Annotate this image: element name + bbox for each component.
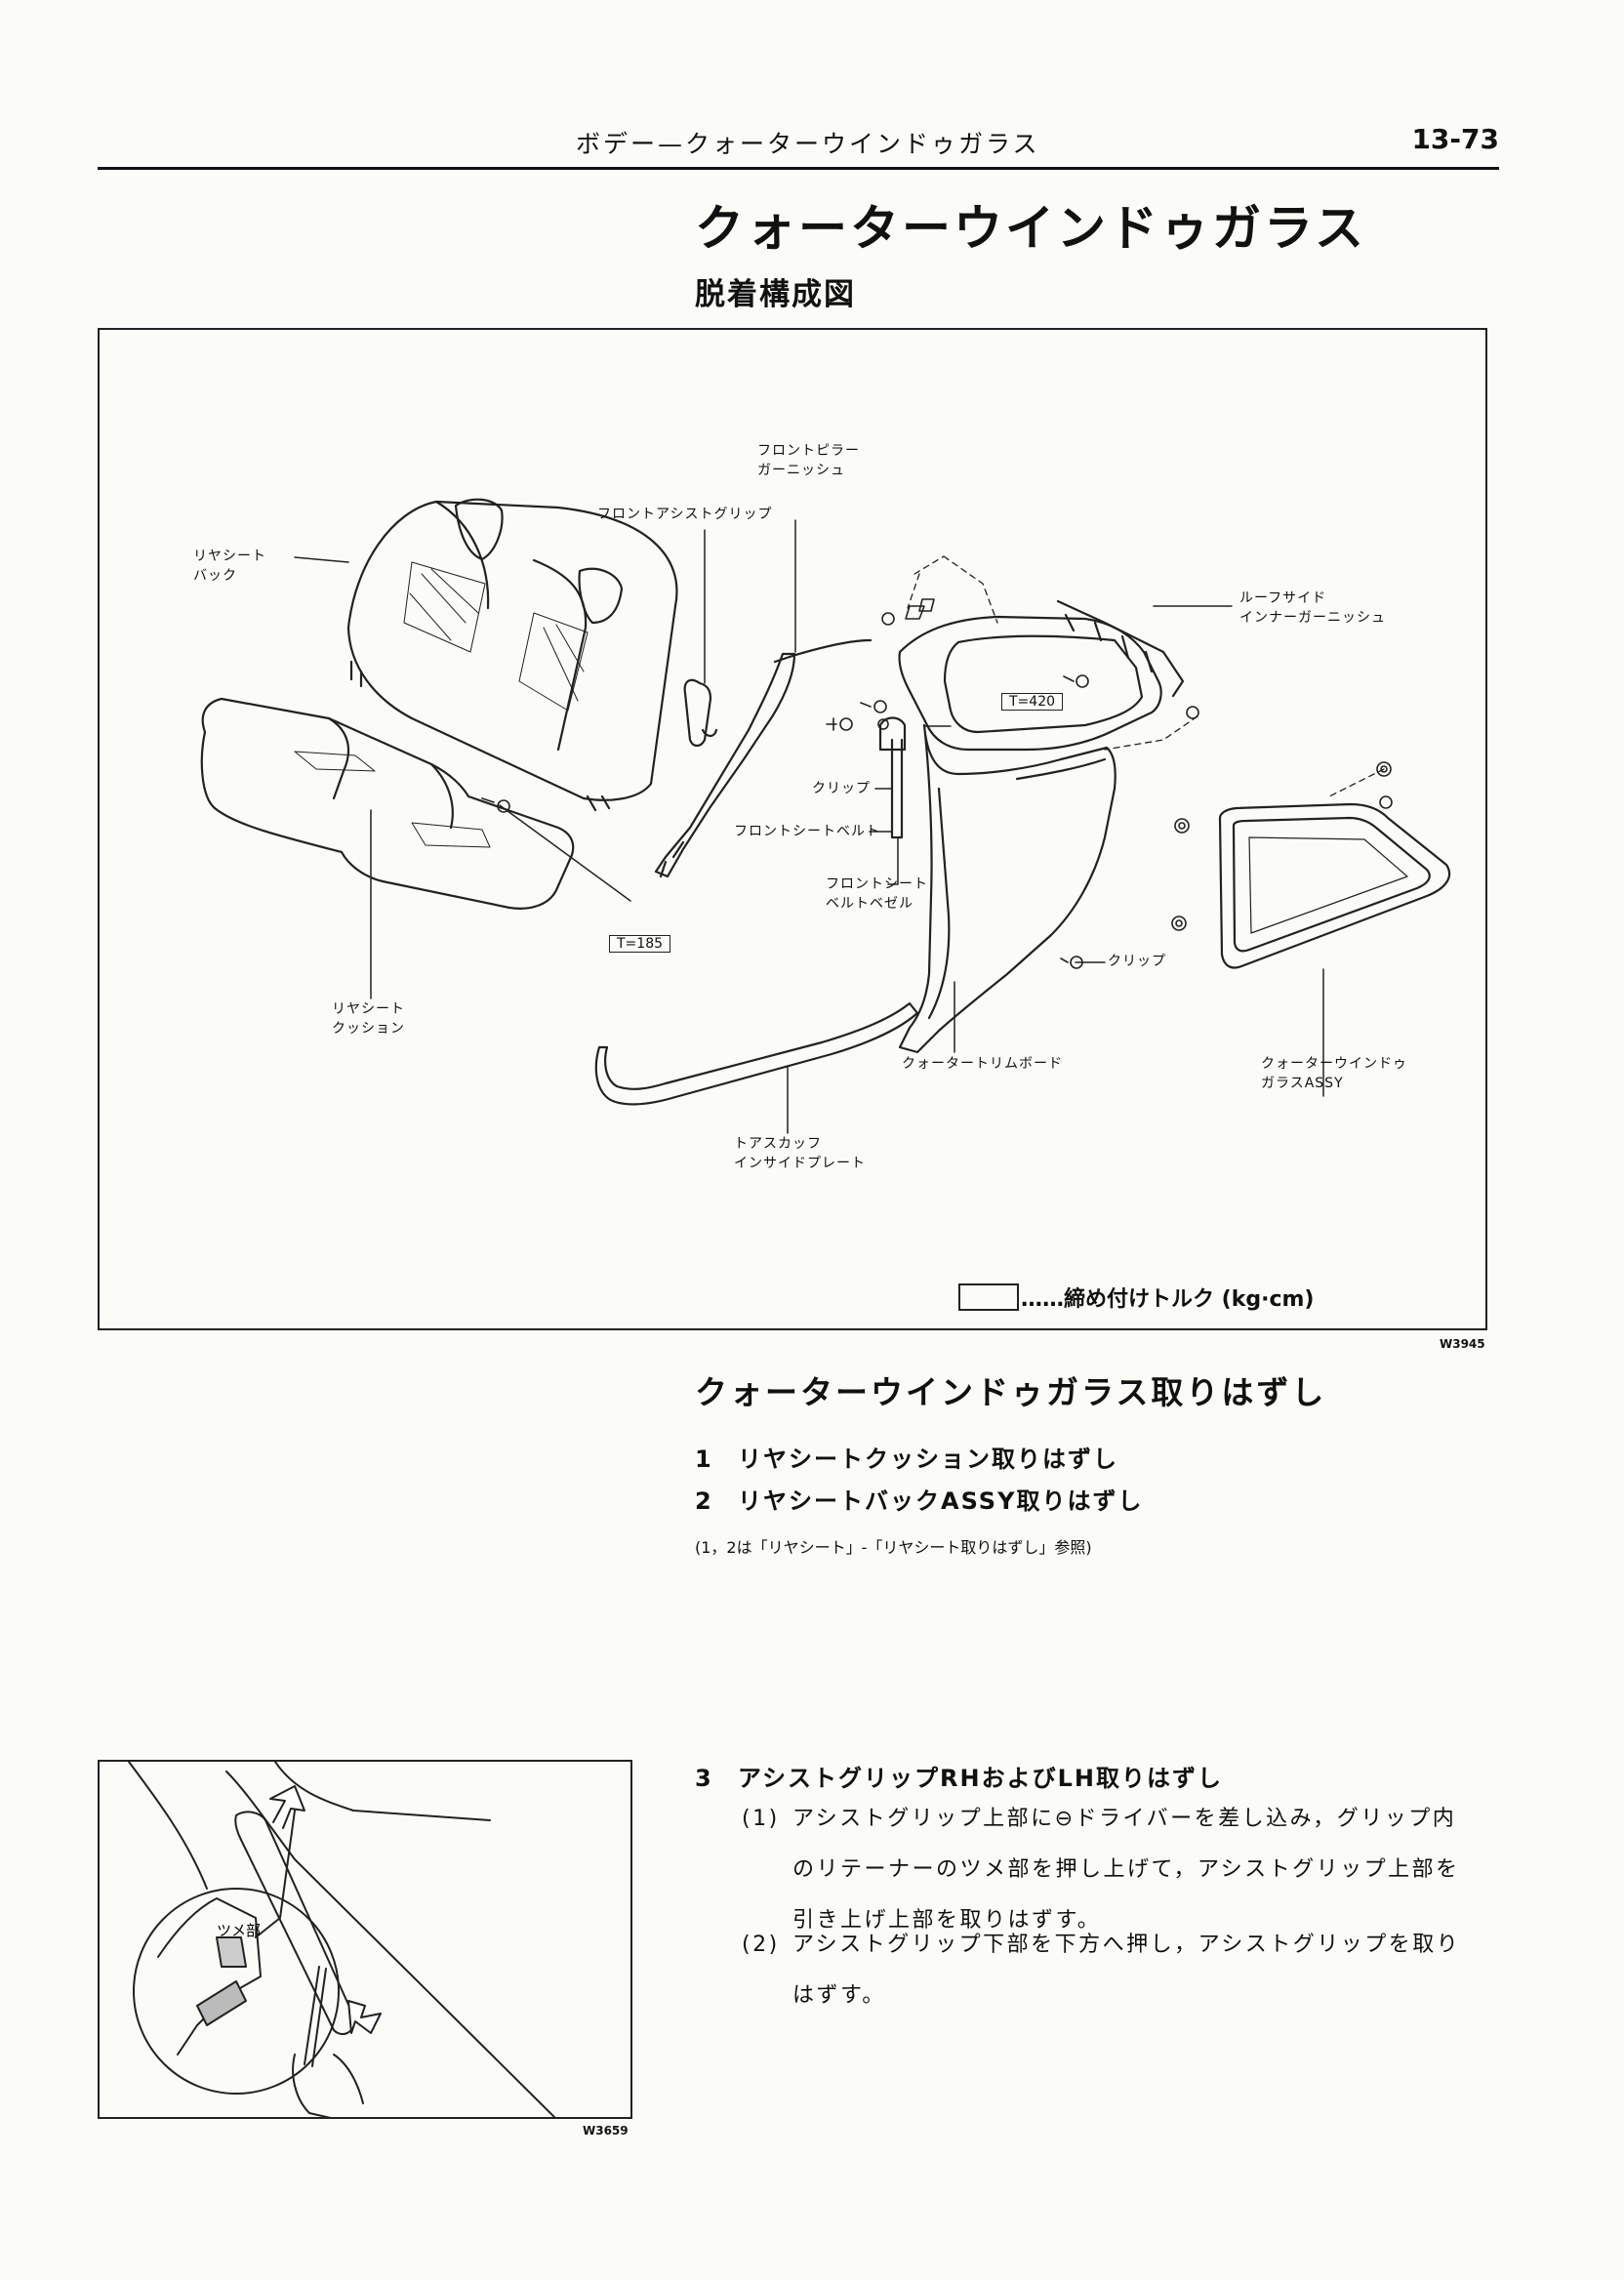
header-title: ボデー—クォーターウインドゥガラス — [576, 130, 1040, 158]
figure-code-diagram: W3945 — [1440, 1337, 1485, 1351]
diagram-drawing — [200, 498, 1451, 1134]
door-scuff-plate-drawing — [594, 1001, 919, 1106]
label-clip-lower: クリップ — [1108, 954, 1166, 969]
quarter-glass-drawing — [1218, 802, 1451, 969]
substep-1: アシストグリップ上部に⊖ドライバーを差し込み，グリップ内 のリテーナーのツメ部を… — [792, 1807, 1460, 1933]
header-rule — [98, 167, 1499, 170]
label-front-seat-belt: フロントシートベルト — [734, 824, 880, 839]
reference-note: (1，2は「リヤシート」-「リヤシート取りはずし」参照) — [695, 1538, 1092, 1557]
torque-belt-bolt: T=420 — [1001, 693, 1064, 711]
label-front-pillar-garnish: フロントピラー ガーニッシュ — [757, 443, 860, 478]
section-title: クォーターウインドゥガラス — [695, 200, 1366, 257]
label-front-seat-belt-bezel: フロントシート ベルトベゼル — [826, 876, 928, 912]
page-number: 13-73 — [1411, 123, 1499, 155]
removal-title: クォーターウインドゥガラス取りはずし — [695, 1373, 1327, 1411]
label-door-scuff-plate: トアスカッフ インサイドプレート — [734, 1136, 866, 1171]
exploded-diagram: フロントピラー ガーニッシュ フロントアシストグリップ リヤシート バック ルー… — [98, 328, 1487, 1330]
label-quarter-trim-board: クォータートリムボード — [902, 1056, 1063, 1072]
torque-legend: ……締め付けトルク (kg·cm) — [958, 1282, 1314, 1313]
assist-grip-drawing — [683, 678, 718, 748]
front-pillar-garnish-drawing — [654, 638, 873, 878]
label-rear-seat-cushion: リヤシート クッション — [332, 1001, 405, 1037]
assist-grip-drawing-small: ツメ部 — [128, 1762, 556, 2117]
label-front-assist-grip: フロントアシストグリップ — [597, 507, 773, 522]
label-clip-upper: クリップ — [812, 781, 871, 796]
rear-seat-back-drawing — [346, 498, 678, 812]
figure-code-illustration: W3659 — [583, 2124, 629, 2138]
seat-belt-drawing — [878, 716, 907, 839]
label-roof-side-inner-garnish: ルーフサイド インナーガーニッシュ — [1239, 590, 1386, 626]
quarter-trim-board-drawing — [898, 723, 1116, 1054]
fasteners-drawing — [481, 598, 1393, 969]
substep-2: アシストグリップ下部を下方へ押し，アシストグリップを取り はずす。 — [792, 1933, 1461, 2008]
torque-seat-bolt: T=185 — [609, 935, 671, 953]
label-quarter-glass-assy: クォーターウインドゥ ガラスASSY — [1261, 1056, 1407, 1091]
diagram-heading: 脱着構成図 — [695, 277, 856, 312]
rear-seat-cushion-drawing — [200, 697, 575, 910]
roof-side-garnish-drawing — [898, 599, 1185, 752]
substep-1-num: (1) — [742, 1807, 780, 1831]
label-claw: ツメ部 — [217, 1922, 261, 1939]
assist-grip-illustration: ツメ部 — [98, 1760, 632, 2119]
legend-box — [958, 1283, 1019, 1311]
label-rear-seat-back: リヤシート バック — [193, 549, 266, 584]
substep-2-num: (2) — [742, 1933, 780, 1957]
